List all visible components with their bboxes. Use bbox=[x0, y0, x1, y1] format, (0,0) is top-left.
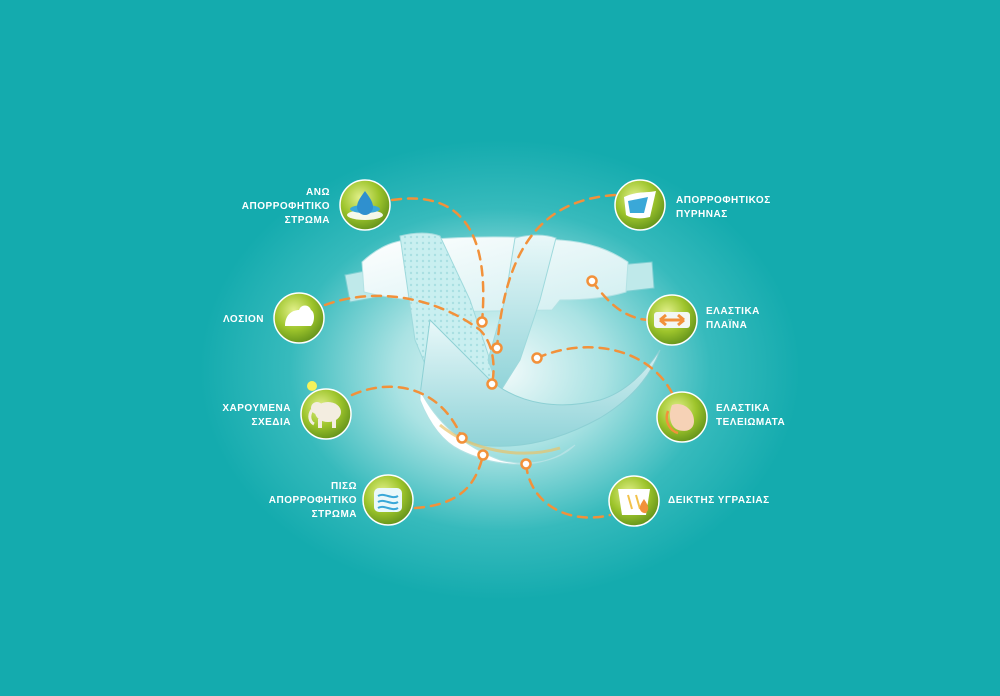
yellow-dot bbox=[307, 381, 317, 391]
connector-wetness bbox=[524, 462, 612, 519]
connector-back-layer bbox=[413, 453, 485, 510]
anchor-core bbox=[491, 342, 503, 354]
anchor-back-layer bbox=[477, 449, 489, 461]
connector-elastic-cuffs bbox=[535, 346, 674, 395]
droplet-layers-icon bbox=[339, 179, 391, 231]
leg-cuff-icon bbox=[656, 391, 708, 443]
back-layer-icon bbox=[362, 474, 414, 526]
connector-top-layer bbox=[390, 197, 485, 324]
connector-lines bbox=[323, 193, 674, 519]
label-designs: ΧΑΡΟΥΜΕΝΑ ΣΧΕΔΙΑ bbox=[222, 403, 291, 428]
label-wetness: ΔΕΙΚΤΗΣ ΥΓΡΑΣΙΑΣ bbox=[668, 495, 770, 506]
connector-lotion bbox=[323, 294, 495, 386]
connector-designs bbox=[350, 385, 464, 440]
anchor-lotion bbox=[486, 378, 498, 390]
connector-side-elastics bbox=[590, 279, 650, 322]
label-top-layer: ΑΝΩ ΑΠΟΡΡΟΦΗΤΙΚΟ ΣΤΡΩΜΑ bbox=[241, 187, 330, 226]
lotion-cream-icon bbox=[273, 292, 325, 344]
stretch-arrows-icon bbox=[646, 294, 698, 346]
anchor-designs bbox=[456, 432, 468, 444]
label-lotion: ΛΟΣΙΟΝ bbox=[223, 314, 264, 325]
label-elastic-cuffs: ΕΛΑΣΤΙΚΑ ΤΕΛΕΙΩΜΑΤΑ bbox=[716, 403, 786, 428]
anchor-points bbox=[456, 275, 598, 470]
anchor-top-layer bbox=[476, 316, 488, 328]
anchor-elastic-cuffs bbox=[531, 352, 543, 364]
wetness-indicator-icon bbox=[608, 475, 660, 527]
label-core: ΑΠΟΡΡΟΦΗΤΙΚΟΣ ΠΥΡΗΝΑΣ bbox=[676, 195, 771, 220]
label-side-elastics: ΕΛΑΣΤΙΚΑ ΠΛΑΪΝΑ bbox=[706, 306, 760, 331]
anchor-side-elastics bbox=[586, 275, 598, 287]
label-back-layer: ΠΙΣΩ ΑΠΟΡΡΟΦΗΤΙΚΟ ΣΤΡΩΜΑ bbox=[268, 481, 357, 520]
absorbent-core-icon bbox=[614, 179, 666, 231]
diaper-illustration bbox=[344, 232, 661, 465]
elephant-icon bbox=[300, 388, 352, 440]
anchor-wetness bbox=[520, 458, 532, 470]
connector-core bbox=[495, 193, 617, 350]
